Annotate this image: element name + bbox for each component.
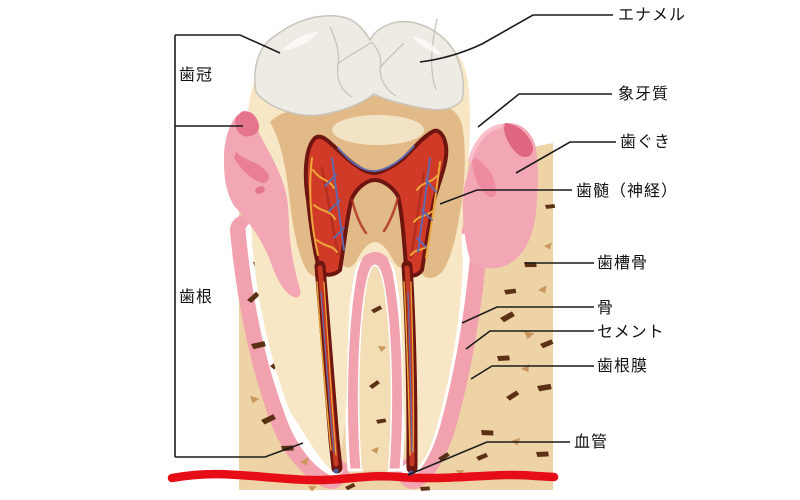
bone-speckle <box>371 305 383 314</box>
label-periodontal-membrane: 歯根膜 <box>597 356 649 375</box>
bone-speckle <box>481 430 494 436</box>
bone-speckle <box>378 346 387 353</box>
bone-speckle <box>247 291 260 303</box>
leader-gum <box>515 141 616 174</box>
label-gum: 歯ぐき <box>620 132 672 151</box>
label-bone: 骨 <box>597 298 615 317</box>
root-canals <box>314 260 418 474</box>
bone-speckle <box>500 311 515 323</box>
leader-periodontal <box>470 365 594 380</box>
bone-speckle <box>504 288 517 295</box>
label-enamel: エナメル <box>618 5 687 24</box>
label-root: 歯根 <box>179 287 214 306</box>
bone-speckle <box>545 204 556 209</box>
label-pulp-nerve: 歯髄（神経） <box>576 181 679 200</box>
label-crown: 歯冠 <box>179 65 214 84</box>
leader-dentin <box>477 93 612 128</box>
bone-speckle <box>506 390 520 401</box>
pulp-vessels <box>309 145 441 260</box>
bone-speckle <box>376 418 387 424</box>
leader-blood-vessel <box>407 441 570 476</box>
bone-speckle <box>369 380 380 389</box>
bone-speckle <box>438 452 450 462</box>
leader-bone <box>461 306 594 324</box>
bone-speckle <box>536 451 549 458</box>
bone-speckle <box>371 446 379 454</box>
bone-speckle <box>476 452 489 461</box>
bone-speckle <box>537 383 552 392</box>
bone-speckle <box>251 341 266 350</box>
bone-speckle <box>250 396 260 404</box>
leader-pulp <box>439 189 572 205</box>
label-alveolar-bone: 歯槽骨 <box>597 253 649 272</box>
leader-lines <box>407 14 616 476</box>
leader-enamel <box>419 14 613 63</box>
bone-speckle <box>538 285 547 294</box>
bone-speckle <box>261 414 276 425</box>
label-cementum: セメント <box>597 322 665 341</box>
gum-right <box>462 123 538 269</box>
leader-cementum <box>465 330 594 350</box>
enamel-cap <box>254 15 465 117</box>
bone-speckle <box>524 331 535 340</box>
bone-speckle <box>420 486 431 491</box>
occlusal-highlight <box>332 115 424 145</box>
label-dentin: 象牙質 <box>618 84 670 103</box>
gum-left <box>223 110 301 298</box>
bone-speckle <box>300 457 309 466</box>
bone-speckle <box>345 482 356 491</box>
label-blood-vessel: 血管 <box>574 432 609 451</box>
furcation-spire <box>345 241 405 472</box>
bone-speckle <box>497 355 510 362</box>
bone-speckle <box>540 339 554 349</box>
crown-root-bracket <box>174 34 304 458</box>
bone-speckle <box>544 242 552 250</box>
bone-speckle <box>308 486 317 492</box>
